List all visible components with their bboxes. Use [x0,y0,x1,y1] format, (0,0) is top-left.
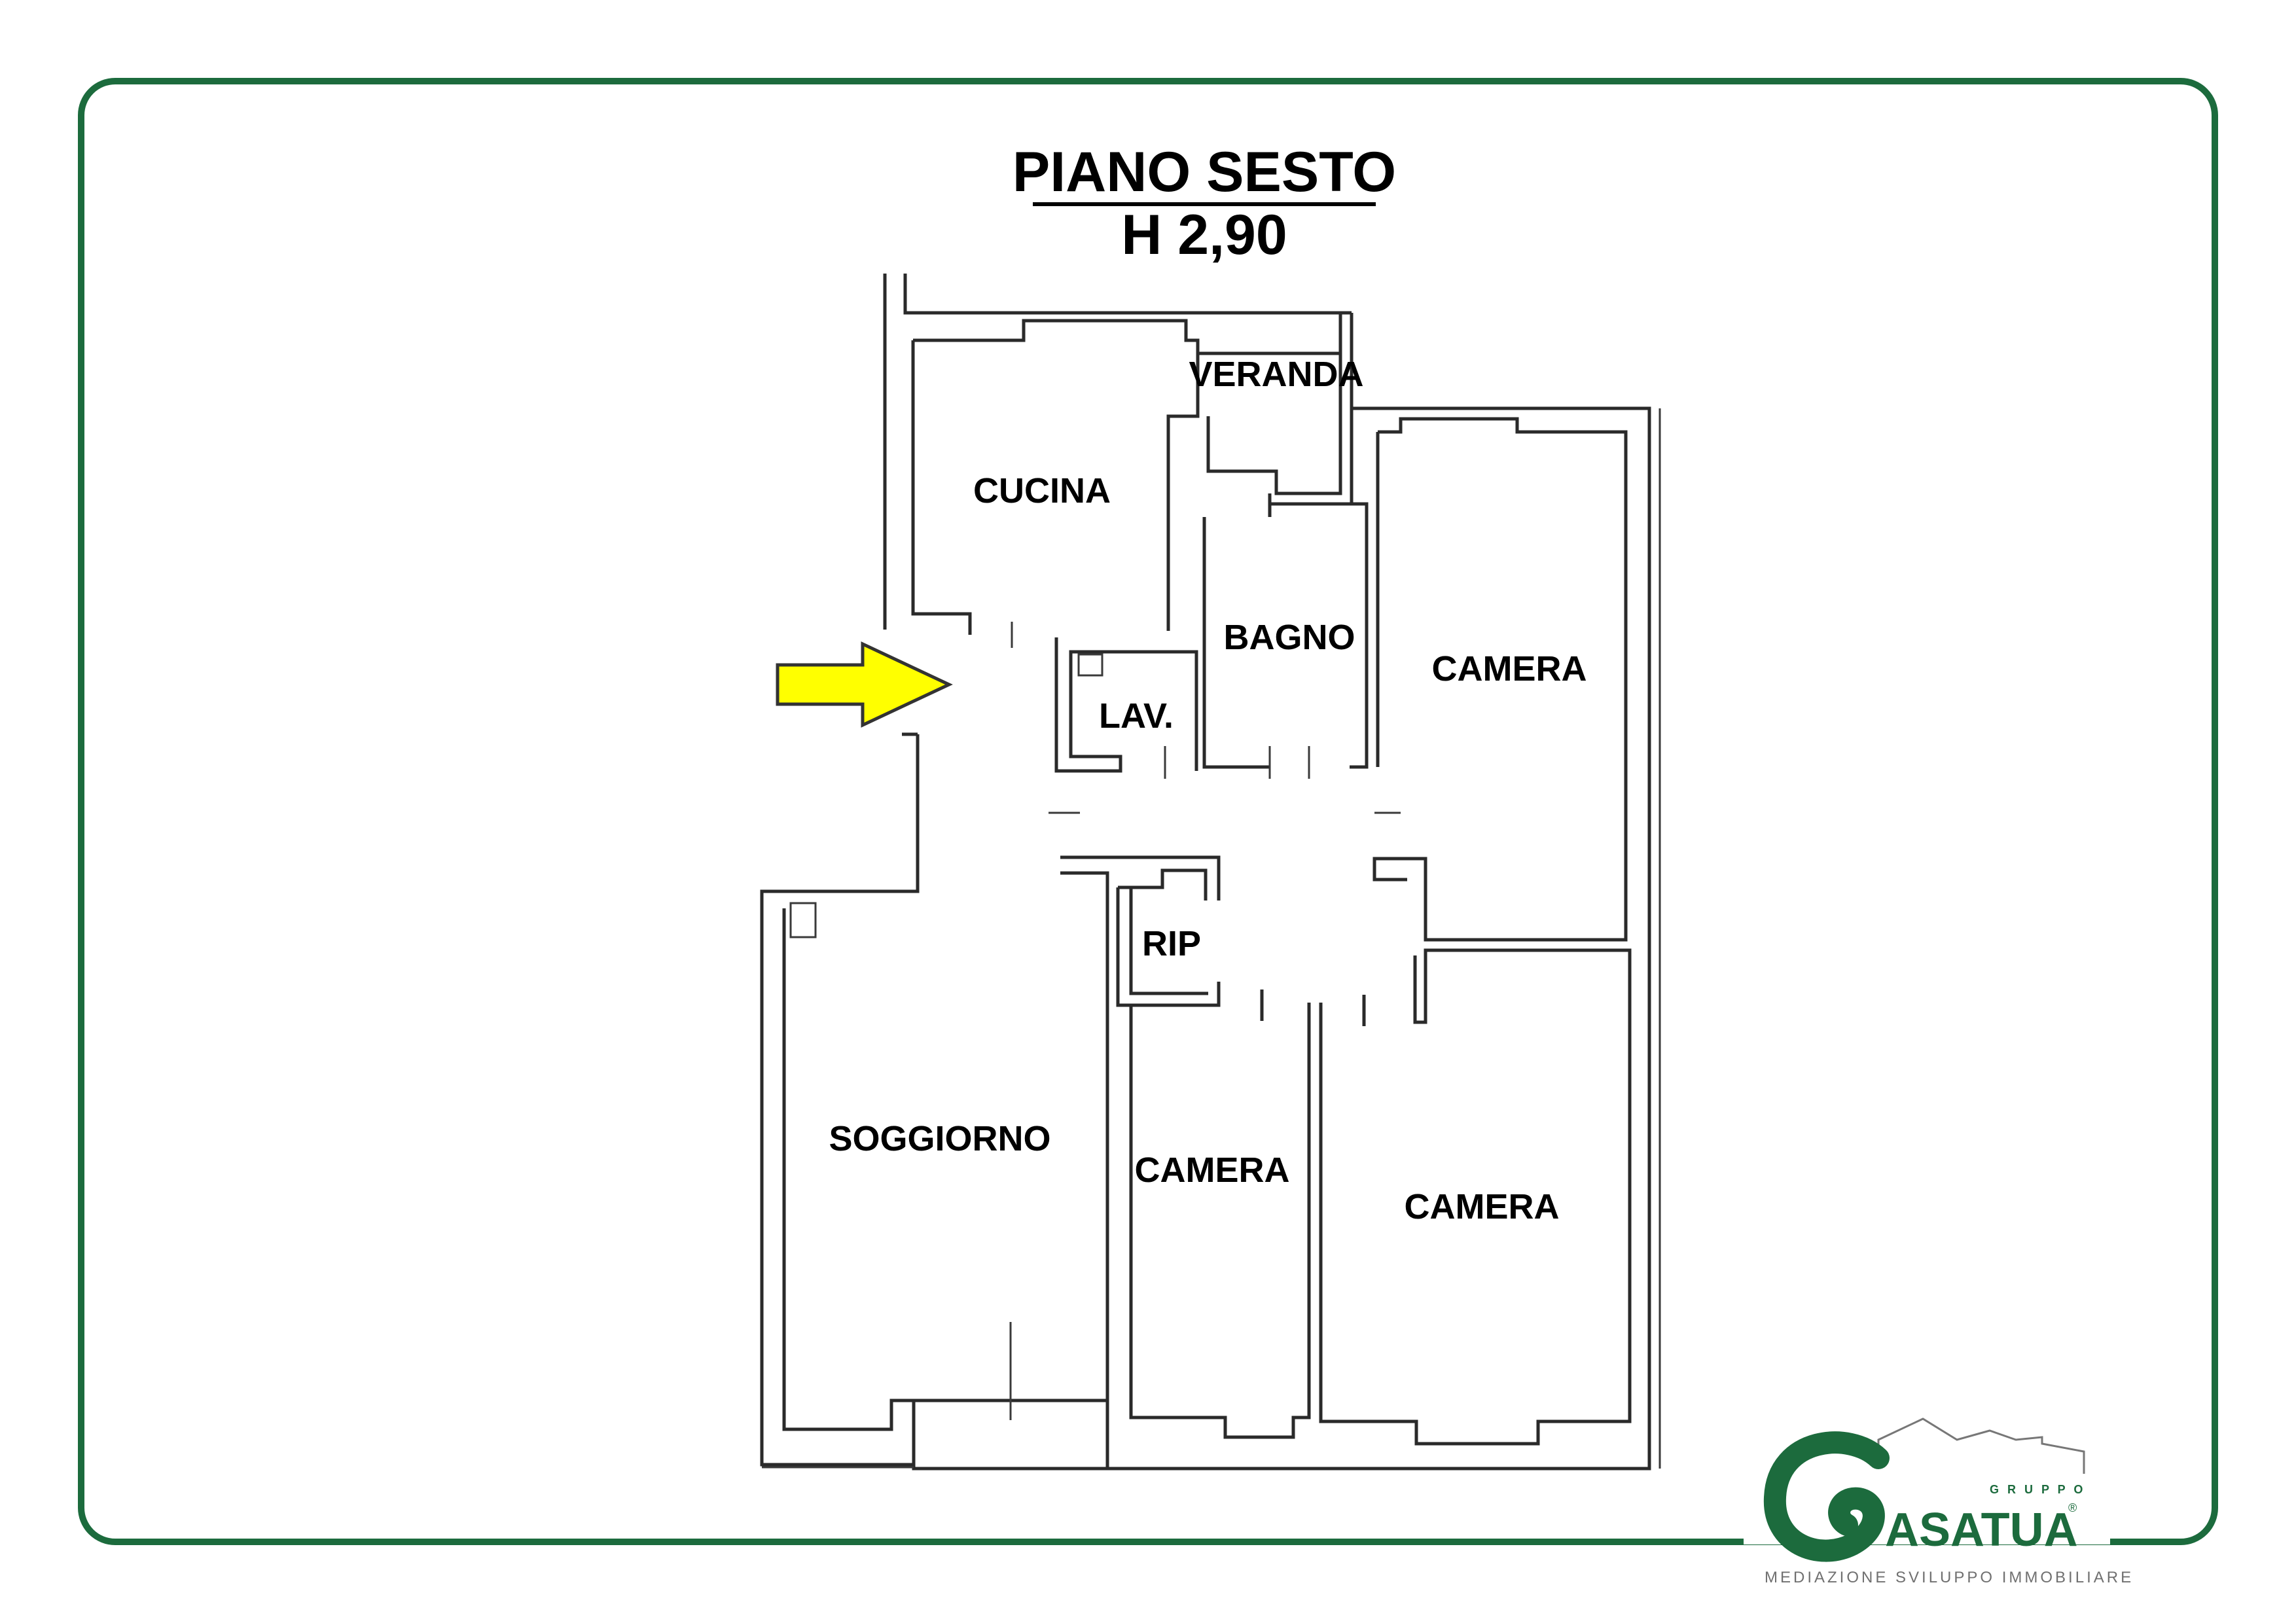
logo-tagline: MEDIAZIONE SVILUPPO IMMOBILIARE [1765,1569,2134,1586]
logo-registered: ® [2068,1501,2077,1514]
room-labels: VERANDA CUCINA BAGNO CAMERA LAV. RIP SOG… [829,355,1587,1226]
wall-veranda [1198,313,1354,504]
page-frame [78,78,2218,1545]
room-label-camera-bottom-right: CAMERA [1405,1187,1560,1226]
wall-rip [1060,855,1221,1429]
room-label-soggiorno: SOGGIORNO [829,1119,1050,1158]
entrance-arrow-icon [776,641,953,728]
room-label-lav: LAV. [1099,696,1174,736]
floor-plan [760,274,1661,1471]
wall-bagno [1202,493,1369,769]
soggiorno-fixture [789,902,817,938]
logo-skyline [1877,1418,2085,1474]
room-label-cucina: CUCINA [973,471,1111,510]
lav-fixture [1077,653,1103,677]
room-label-rip: RIP [1142,924,1201,963]
wall-camera-bottom-middle [1129,990,1311,1439]
corridor-marks [1011,622,1401,814]
title-floor: PIANO SESTO [1013,141,1396,204]
wall-left-shaft [883,274,1352,630]
wall-camera-bottom-right [1319,948,1632,1446]
title-height: H 2,90 [1121,204,1287,266]
logo-brand: ASATUA [1885,1504,2078,1556]
logo-gruppo: G R U P P O [1990,1483,2085,1496]
room-label-bagno: BAGNO [1224,618,1355,657]
wall-camera-top-right [1352,406,1651,1463]
wall-soggiorno [760,732,1109,1471]
wall-lav [1054,637,1198,773]
logo-swirl [1763,1431,1890,1562]
room-label-camera-top-right: CAMERA [1432,649,1587,688]
room-label-veranda: VERANDA [1189,355,1363,394]
room-label-camera-bottom-middle: CAMERA [1135,1150,1290,1190]
plan-title: PIANO SESTO H 2,90 [1013,141,1396,266]
casatua-logo-icon: G R U P P O ASATUA ® MEDIAZIONE SVILUPPO… [1744,1418,2134,1586]
wall-cucina [911,319,1200,635]
wall-bottom-outer [1107,1463,1651,1471]
wall-outer-lines [762,408,1661,1469]
